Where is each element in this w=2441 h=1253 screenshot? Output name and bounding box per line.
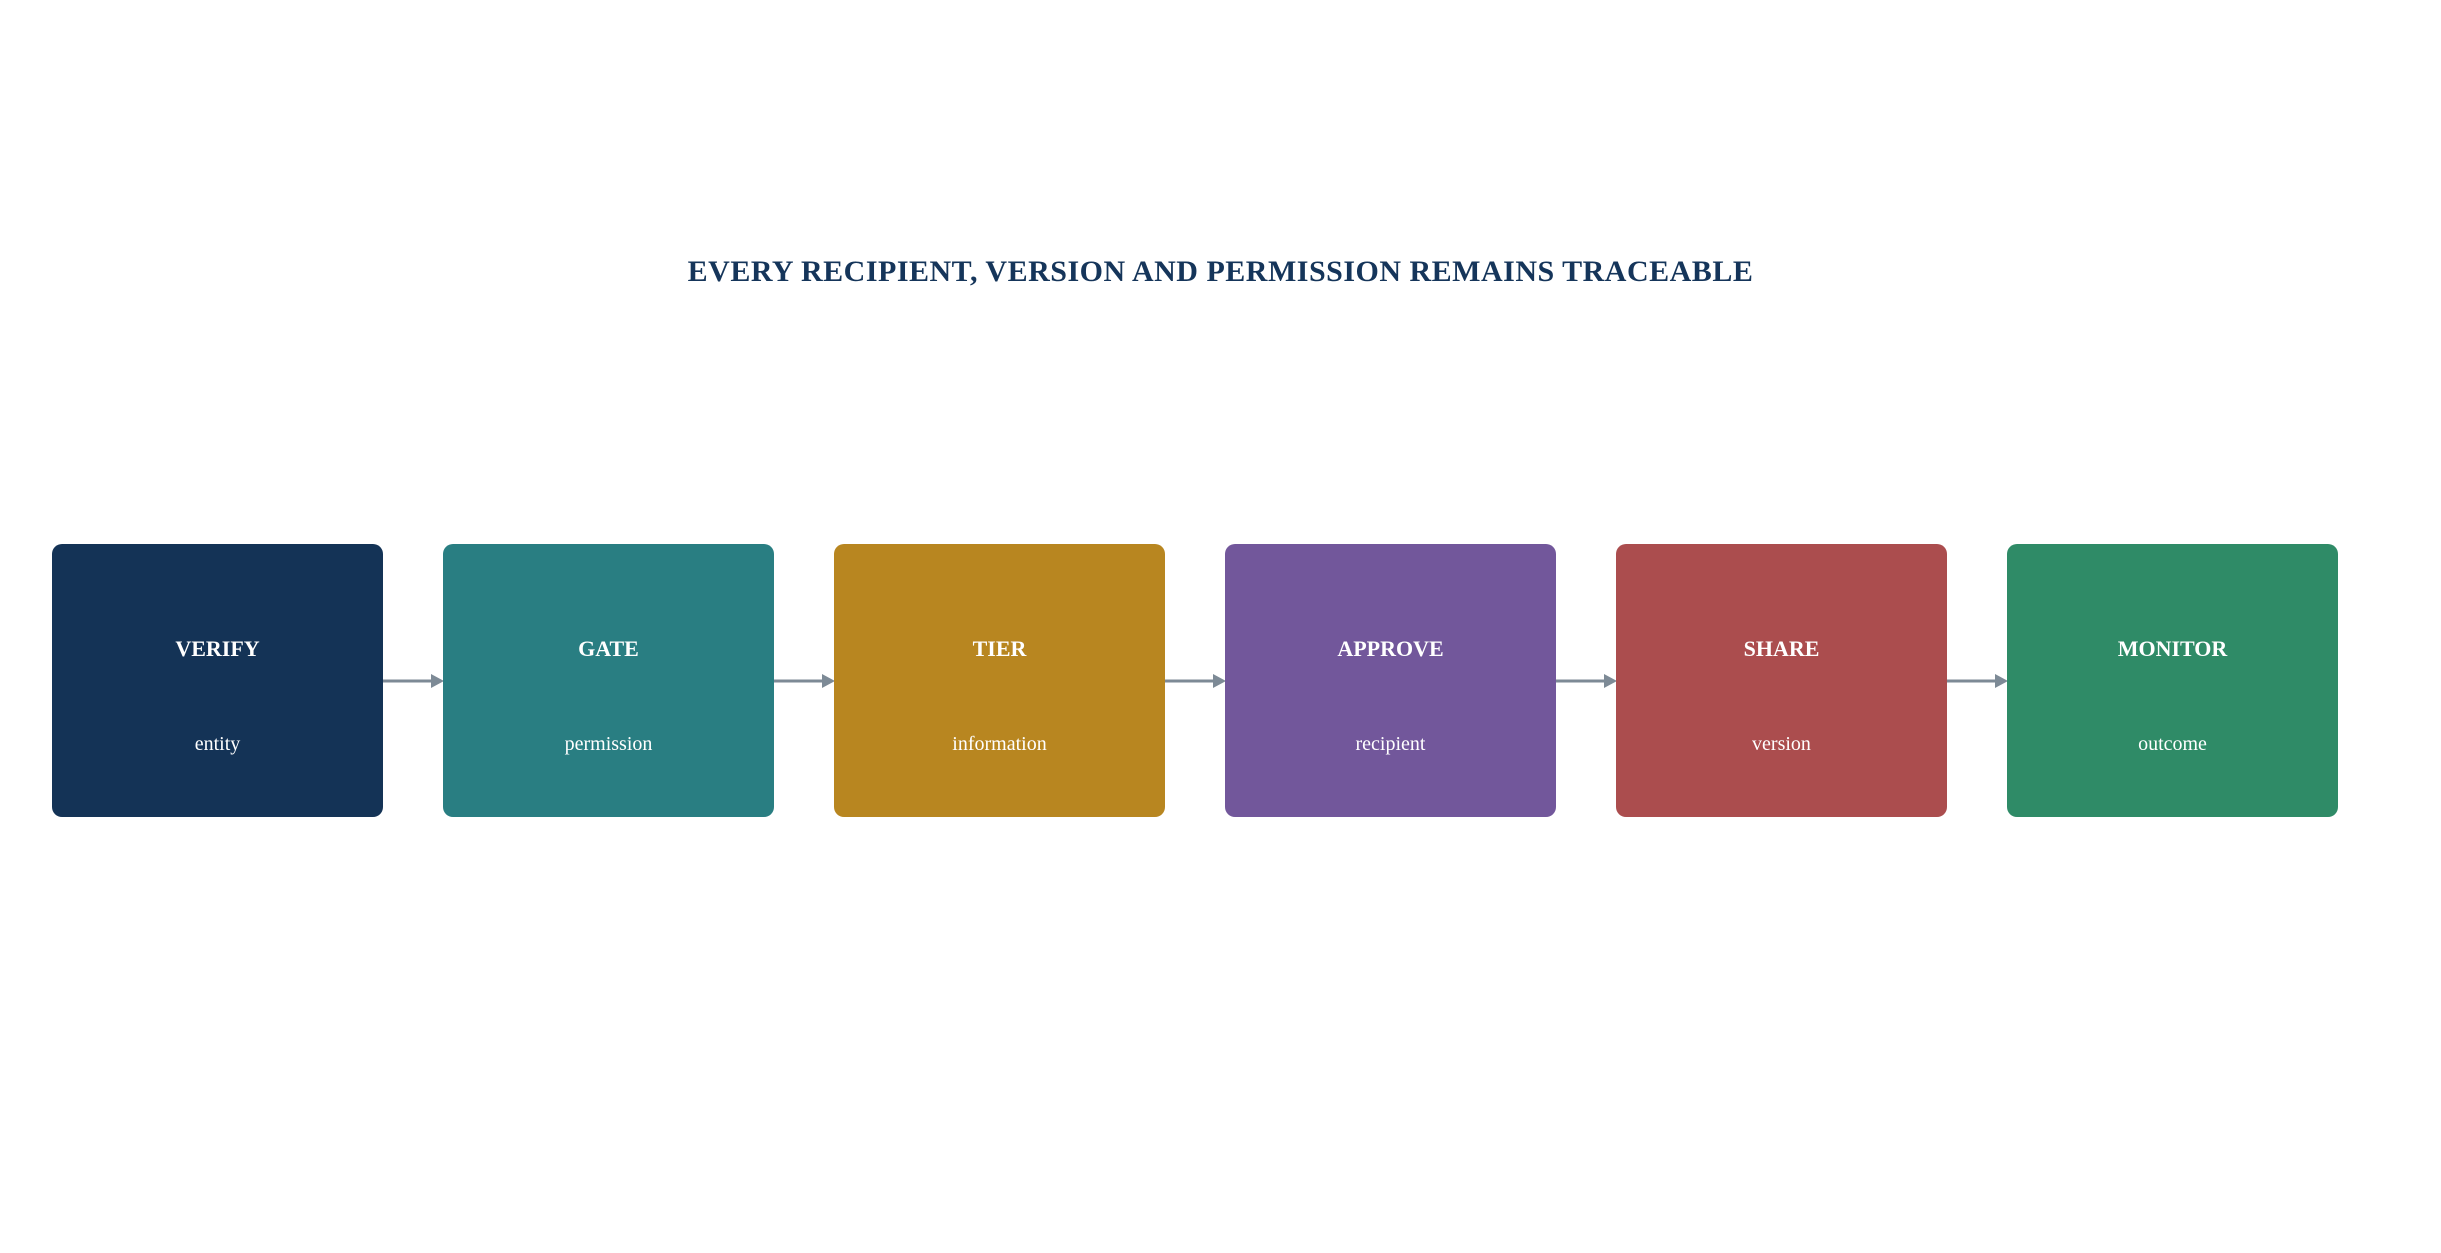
step-subtitle: entity: [194, 733, 241, 755]
step-title: APPROVE: [1337, 636, 1444, 661]
step-gate: GATE permission: [443, 544, 774, 817]
step-title: GATE: [578, 636, 639, 661]
arrow-right-icon: [383, 671, 445, 691]
step-title: VERIFY: [175, 636, 260, 661]
arrow-right-icon: [1165, 671, 1227, 691]
step-title: TIER: [972, 636, 1027, 661]
step-subtitle: permission: [564, 733, 653, 755]
step-tier: TIER information: [834, 544, 1165, 817]
step-verify: VERIFY entity: [52, 544, 383, 817]
step-title: MONITOR: [2117, 636, 2228, 661]
step-subtitle: version: [1752, 733, 1811, 755]
step-subtitle: outcome: [2138, 733, 2207, 755]
step-subtitle: information: [952, 733, 1047, 755]
arrow-right-icon: [1947, 671, 2009, 691]
arrow-right-icon: [1556, 671, 1618, 691]
step-monitor: MONITOR outcome: [2007, 544, 2338, 817]
arrow-right-icon: [774, 671, 836, 691]
step-approve: APPROVE recipient: [1225, 544, 1556, 817]
step-title: SHARE: [1743, 636, 1820, 661]
step-subtitle: recipient: [1355, 733, 1426, 755]
diagram-title: EVERY RECIPIENT, VERSION AND PERMISSION …: [687, 255, 1754, 288]
step-share: SHARE version: [1616, 544, 1947, 817]
